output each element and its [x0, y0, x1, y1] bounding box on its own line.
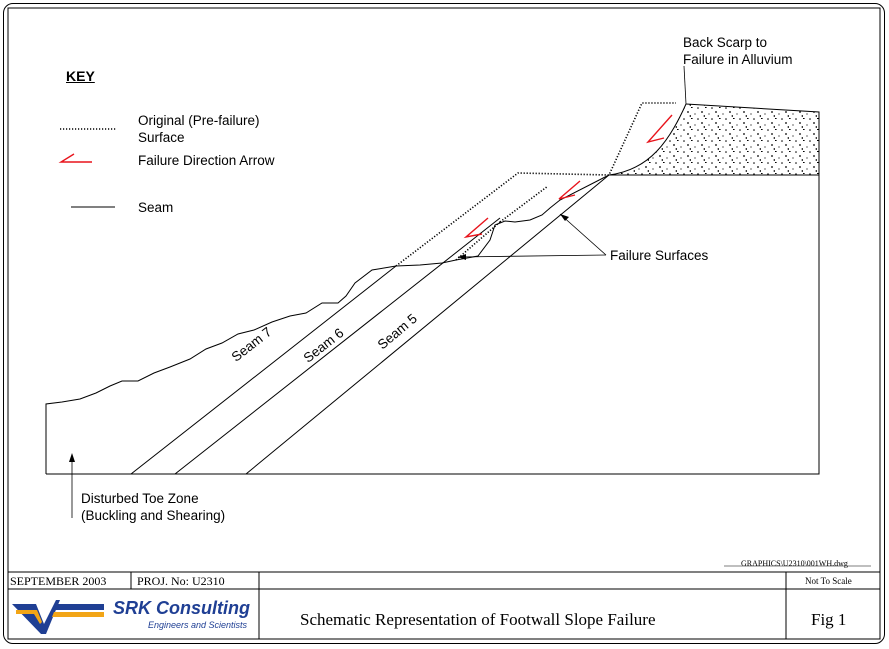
alluvium-outline	[609, 103, 820, 176]
original-surface-segment	[455, 221, 501, 261]
seam-7-line	[130, 265, 397, 475]
drawing-frame	[7, 7, 881, 573]
company-subtitle: Engineers and Scientists	[148, 620, 248, 630]
date-cell: SEPTEMBER 2003	[10, 574, 107, 588]
toe-zone-label-2: (Buckling and Shearing)	[81, 508, 226, 523]
toe-arrowhead	[69, 453, 75, 462]
failure-surfaces-label: Failure Surfaces	[610, 248, 709, 263]
back-scarp-label-2: Failure in Alluvium	[683, 52, 793, 67]
scale-cell: Not To Scale	[805, 576, 852, 586]
leader-arrowhead-2	[560, 214, 569, 221]
original-surface	[395, 102, 676, 267]
back-scarp-curve	[608, 103, 687, 176]
leader-arrowhead-1	[458, 254, 466, 260]
key-original-surface-label-2: Surface	[138, 130, 185, 145]
key-original-surface-label: Original (Pre-failure)	[138, 113, 260, 128]
key-title: KEY	[66, 68, 95, 84]
ground-profile	[45, 174, 610, 474]
alluvium-body	[609, 104, 819, 175]
original-surface-segment-2	[499, 185, 549, 223]
company-name: SRK Consulting	[113, 598, 250, 618]
red-arrow-icon	[463, 217, 489, 239]
key-seam-label: Seam	[138, 200, 174, 215]
failure-surface-leader-2	[559, 213, 607, 256]
project-cell: PROJ. No: U2310	[137, 574, 225, 588]
figure-number: Fig 1	[811, 610, 847, 629]
red-arrow-icon	[645, 114, 673, 144]
title-block-frame	[7, 571, 881, 640]
toe-zone-label-1: Disturbed Toe Zone	[81, 491, 199, 506]
back-scarp-label-1: Back Scarp to	[683, 35, 768, 50]
srk-logo-icon	[12, 600, 104, 634]
red-arrow-icon	[558, 180, 581, 200]
back-scarp-leader	[683, 65, 687, 105]
failure-arrows	[463, 114, 673, 239]
failure-surface-leader-1	[457, 254, 607, 258]
seam-5-line	[245, 174, 610, 475]
red-arrow-icon	[58, 153, 92, 163]
key-failure-arrow-label: Failure Direction Arrow	[138, 153, 275, 168]
seam-6-line	[174, 217, 501, 475]
figure-title: Schematic Representation of Footwall Slo…	[300, 610, 656, 629]
file-path: GRAPHICS\U2310\001WH.dwg	[741, 559, 848, 568]
section-base	[46, 175, 820, 475]
